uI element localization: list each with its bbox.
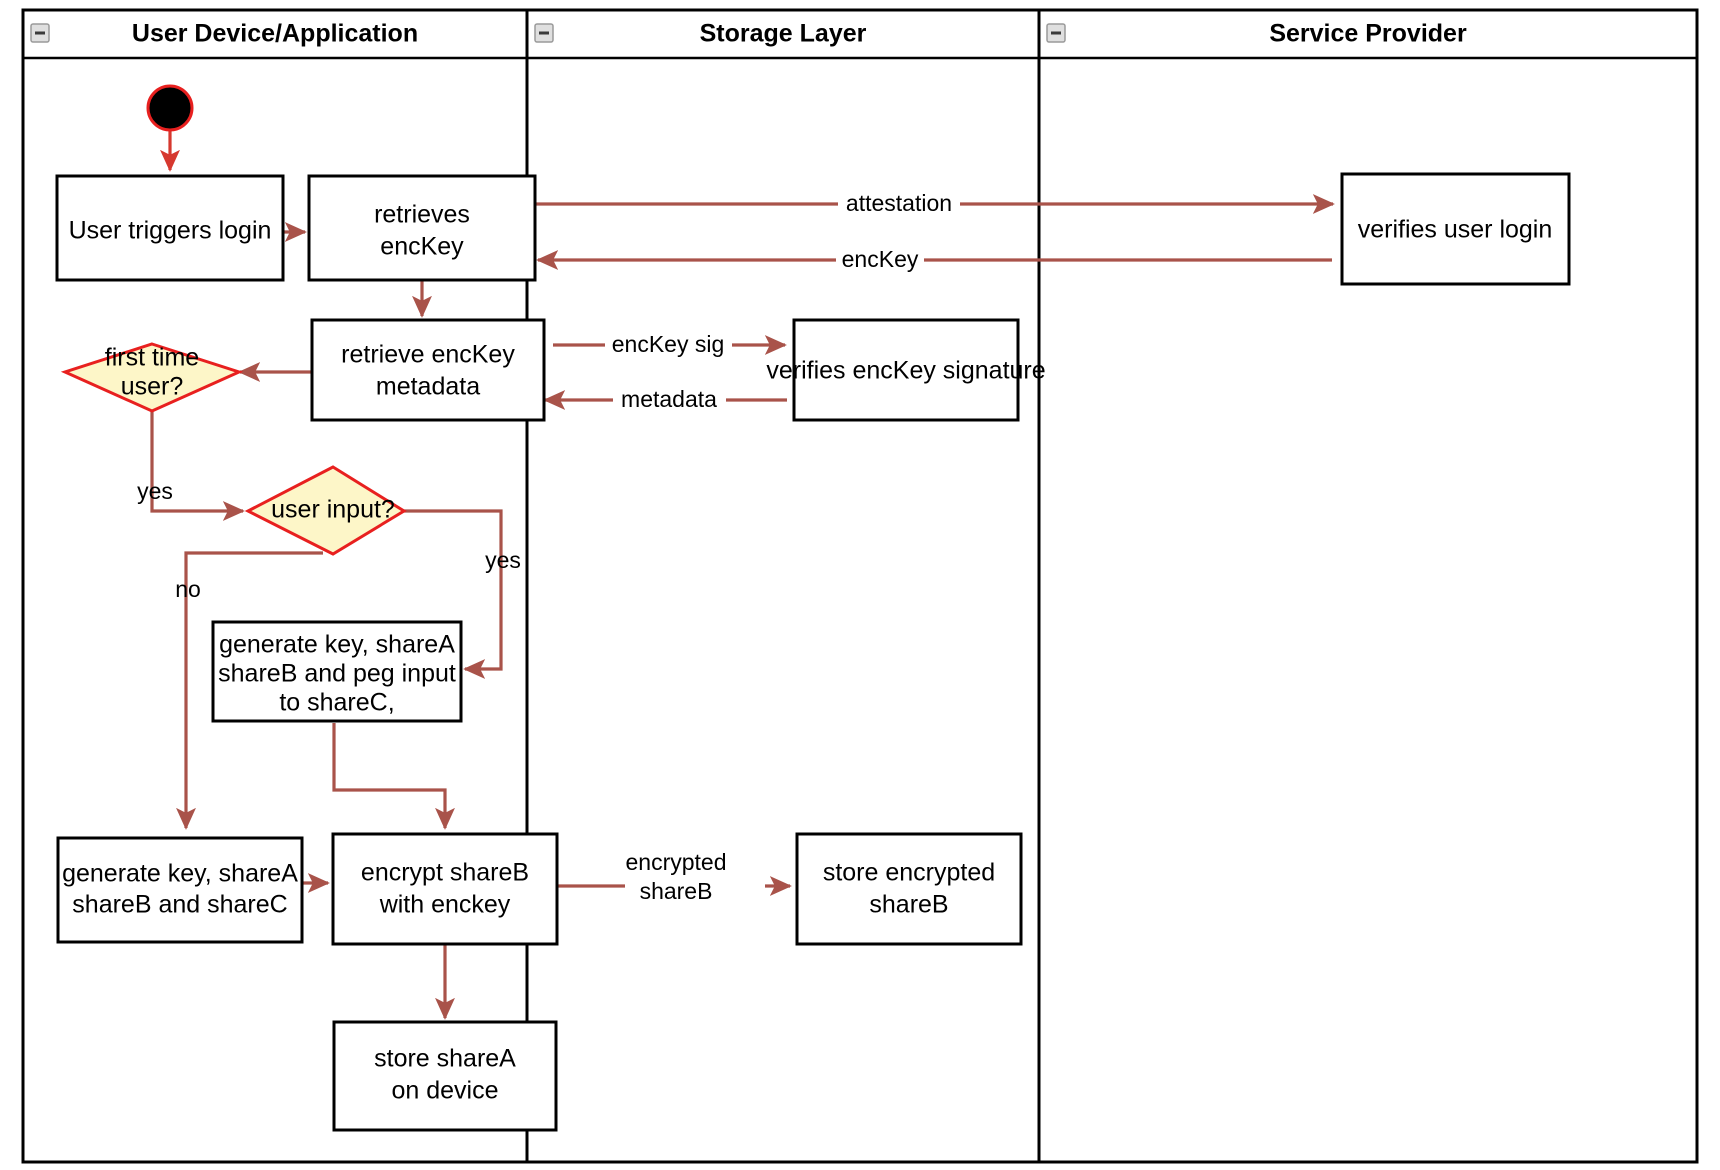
edge-userinput-no: [176, 551, 323, 830]
node-label-user-triggers-login: User triggers login: [69, 217, 272, 245]
edge-label-firsttime-yes: yes: [137, 478, 173, 504]
edge-label-enckey-sig: encKey sig: [612, 331, 725, 357]
edge-firsttime-yes: [150, 412, 245, 521]
lane-title-user-device: User Device/Application: [132, 20, 418, 48]
node-initial[interactable]: [146, 84, 194, 132]
node-label-generate-shares-line2: shareB and shareC: [72, 891, 287, 919]
node-encrypt-shareb[interactable]: encrypt shareB with enckey: [331, 832, 559, 946]
node-label-store-sharea-line2: on device: [391, 1077, 498, 1105]
node-label-verifies-user-login: verifies user login: [1358, 216, 1553, 244]
lane-header-service-provider: Service Provider: [1046, 20, 1467, 48]
node-user-triggers-login[interactable]: User triggers login: [55, 174, 285, 282]
node-verifies-enckey-signature[interactable]: verifies encKey signature: [766, 318, 1046, 422]
edge-label-encrypted-shareb-line1: encrypted: [625, 849, 726, 875]
edge-userinput-yes: [404, 509, 503, 679]
node-label-retrieve-metadata-line1: retrieve encKey: [341, 341, 515, 369]
collapse-icon-user-device[interactable]: [30, 23, 50, 43]
lane-header-user-device: User Device/Application: [30, 20, 418, 48]
node-label-store-sharea-line1: store shareA: [374, 1045, 516, 1073]
node-label-store-encrypted-line1: store encrypted: [823, 859, 995, 887]
node-label-retrieves-enckey-line2: encKey: [380, 233, 464, 261]
node-label-first-time-user-line1: first time: [105, 344, 199, 372]
node-generate-key-shares[interactable]: generate key, shareA shareB and shareC: [56, 836, 304, 944]
node-store-sharea-on-device[interactable]: store shareA on device: [332, 1020, 558, 1132]
edge-label-userinput-yes: yes: [485, 547, 521, 573]
edge-label-encrypted-shareb-line2: shareB: [640, 878, 713, 904]
node-retrieve-enckey-metadata[interactable]: retrieve encKey metadata: [310, 318, 546, 422]
node-label-generate-peg-line2: shareB and peg input: [218, 660, 456, 688]
node-decision-first-time-user[interactable]: first time user?: [60, 342, 244, 413]
edge-label-attestation: attestation: [846, 190, 952, 216]
node-label-retrieve-metadata-line2: metadata: [376, 373, 480, 401]
node-store-encrypted-shareb[interactable]: store encrypted shareB: [795, 832, 1023, 946]
edge-label-userinput-no: no: [175, 576, 201, 602]
node-label-user-input: user input?: [271, 496, 395, 524]
edge-label-metadata: metadata: [621, 386, 717, 412]
node-retrieves-enckey[interactable]: retrieves encKey: [307, 174, 537, 282]
lane-title-storage: Storage Layer: [700, 20, 867, 48]
edge-peg-to-encrypt: [332, 723, 455, 830]
node-label-verifies-enckey-signature: verifies encKey signature: [766, 357, 1045, 385]
node-label-encrypt-shareb-line2: with enckey: [379, 891, 511, 919]
node-decision-user-input[interactable]: user input?: [244, 465, 407, 556]
node-label-retrieves-enckey-line1: retrieves: [374, 201, 470, 229]
node-label-store-encrypted-line2: shareB: [869, 891, 948, 919]
node-label-generate-peg-line3: to shareC,: [279, 689, 394, 717]
node-label-first-time-user-line2: user?: [121, 373, 184, 401]
node-label-generate-shares-line1: generate key, shareA: [62, 860, 298, 888]
lane-title-service-provider: Service Provider: [1269, 20, 1467, 48]
node-label-generate-peg-line1: generate key, shareA: [219, 631, 455, 659]
edge-labels-layer: attestation encKey encKey sig metadata y…: [137, 190, 960, 907]
collapse-icon-storage[interactable]: [534, 23, 554, 43]
edge-label-enckey: encKey: [842, 246, 919, 272]
collapse-icon-service-provider[interactable]: [1046, 23, 1066, 43]
node-label-encrypt-shareb-line1: encrypt shareB: [361, 859, 529, 887]
lane-header-storage: Storage Layer: [534, 20, 867, 48]
node-generate-peg-input[interactable]: generate key, shareA shareB and peg inpu…: [211, 620, 463, 723]
node-verifies-user-login[interactable]: verifies user login: [1340, 172, 1571, 286]
